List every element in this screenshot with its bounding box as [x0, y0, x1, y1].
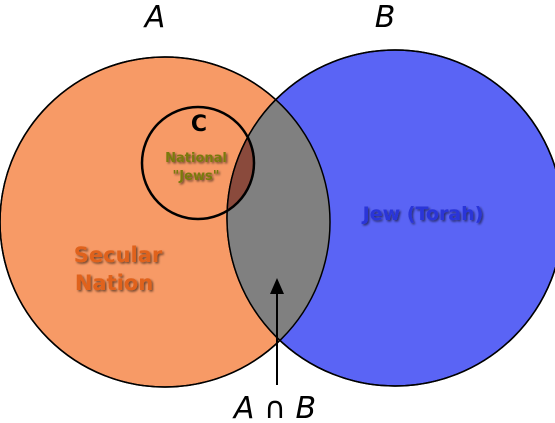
- jew-torah-label: Jew (Torah): [361, 203, 484, 225]
- secular-label-line1: Secular: [74, 243, 163, 267]
- set-a-outline: [0, 56, 331, 388]
- intersection-label: A ∩ B: [232, 391, 316, 423]
- set-b-letter: B: [375, 0, 396, 35]
- set-b-outline: [226, 49, 555, 387]
- intersection-arrow-head: [270, 278, 284, 294]
- national-label-line2: "Jews": [173, 169, 220, 184]
- set-c-letter: C: [191, 112, 207, 137]
- set-a-letter: A: [143, 0, 166, 35]
- secular-label-line2: Nation: [75, 271, 153, 295]
- national-label-line1: National: [165, 151, 227, 166]
- set-c-circle: [140, 105, 256, 221]
